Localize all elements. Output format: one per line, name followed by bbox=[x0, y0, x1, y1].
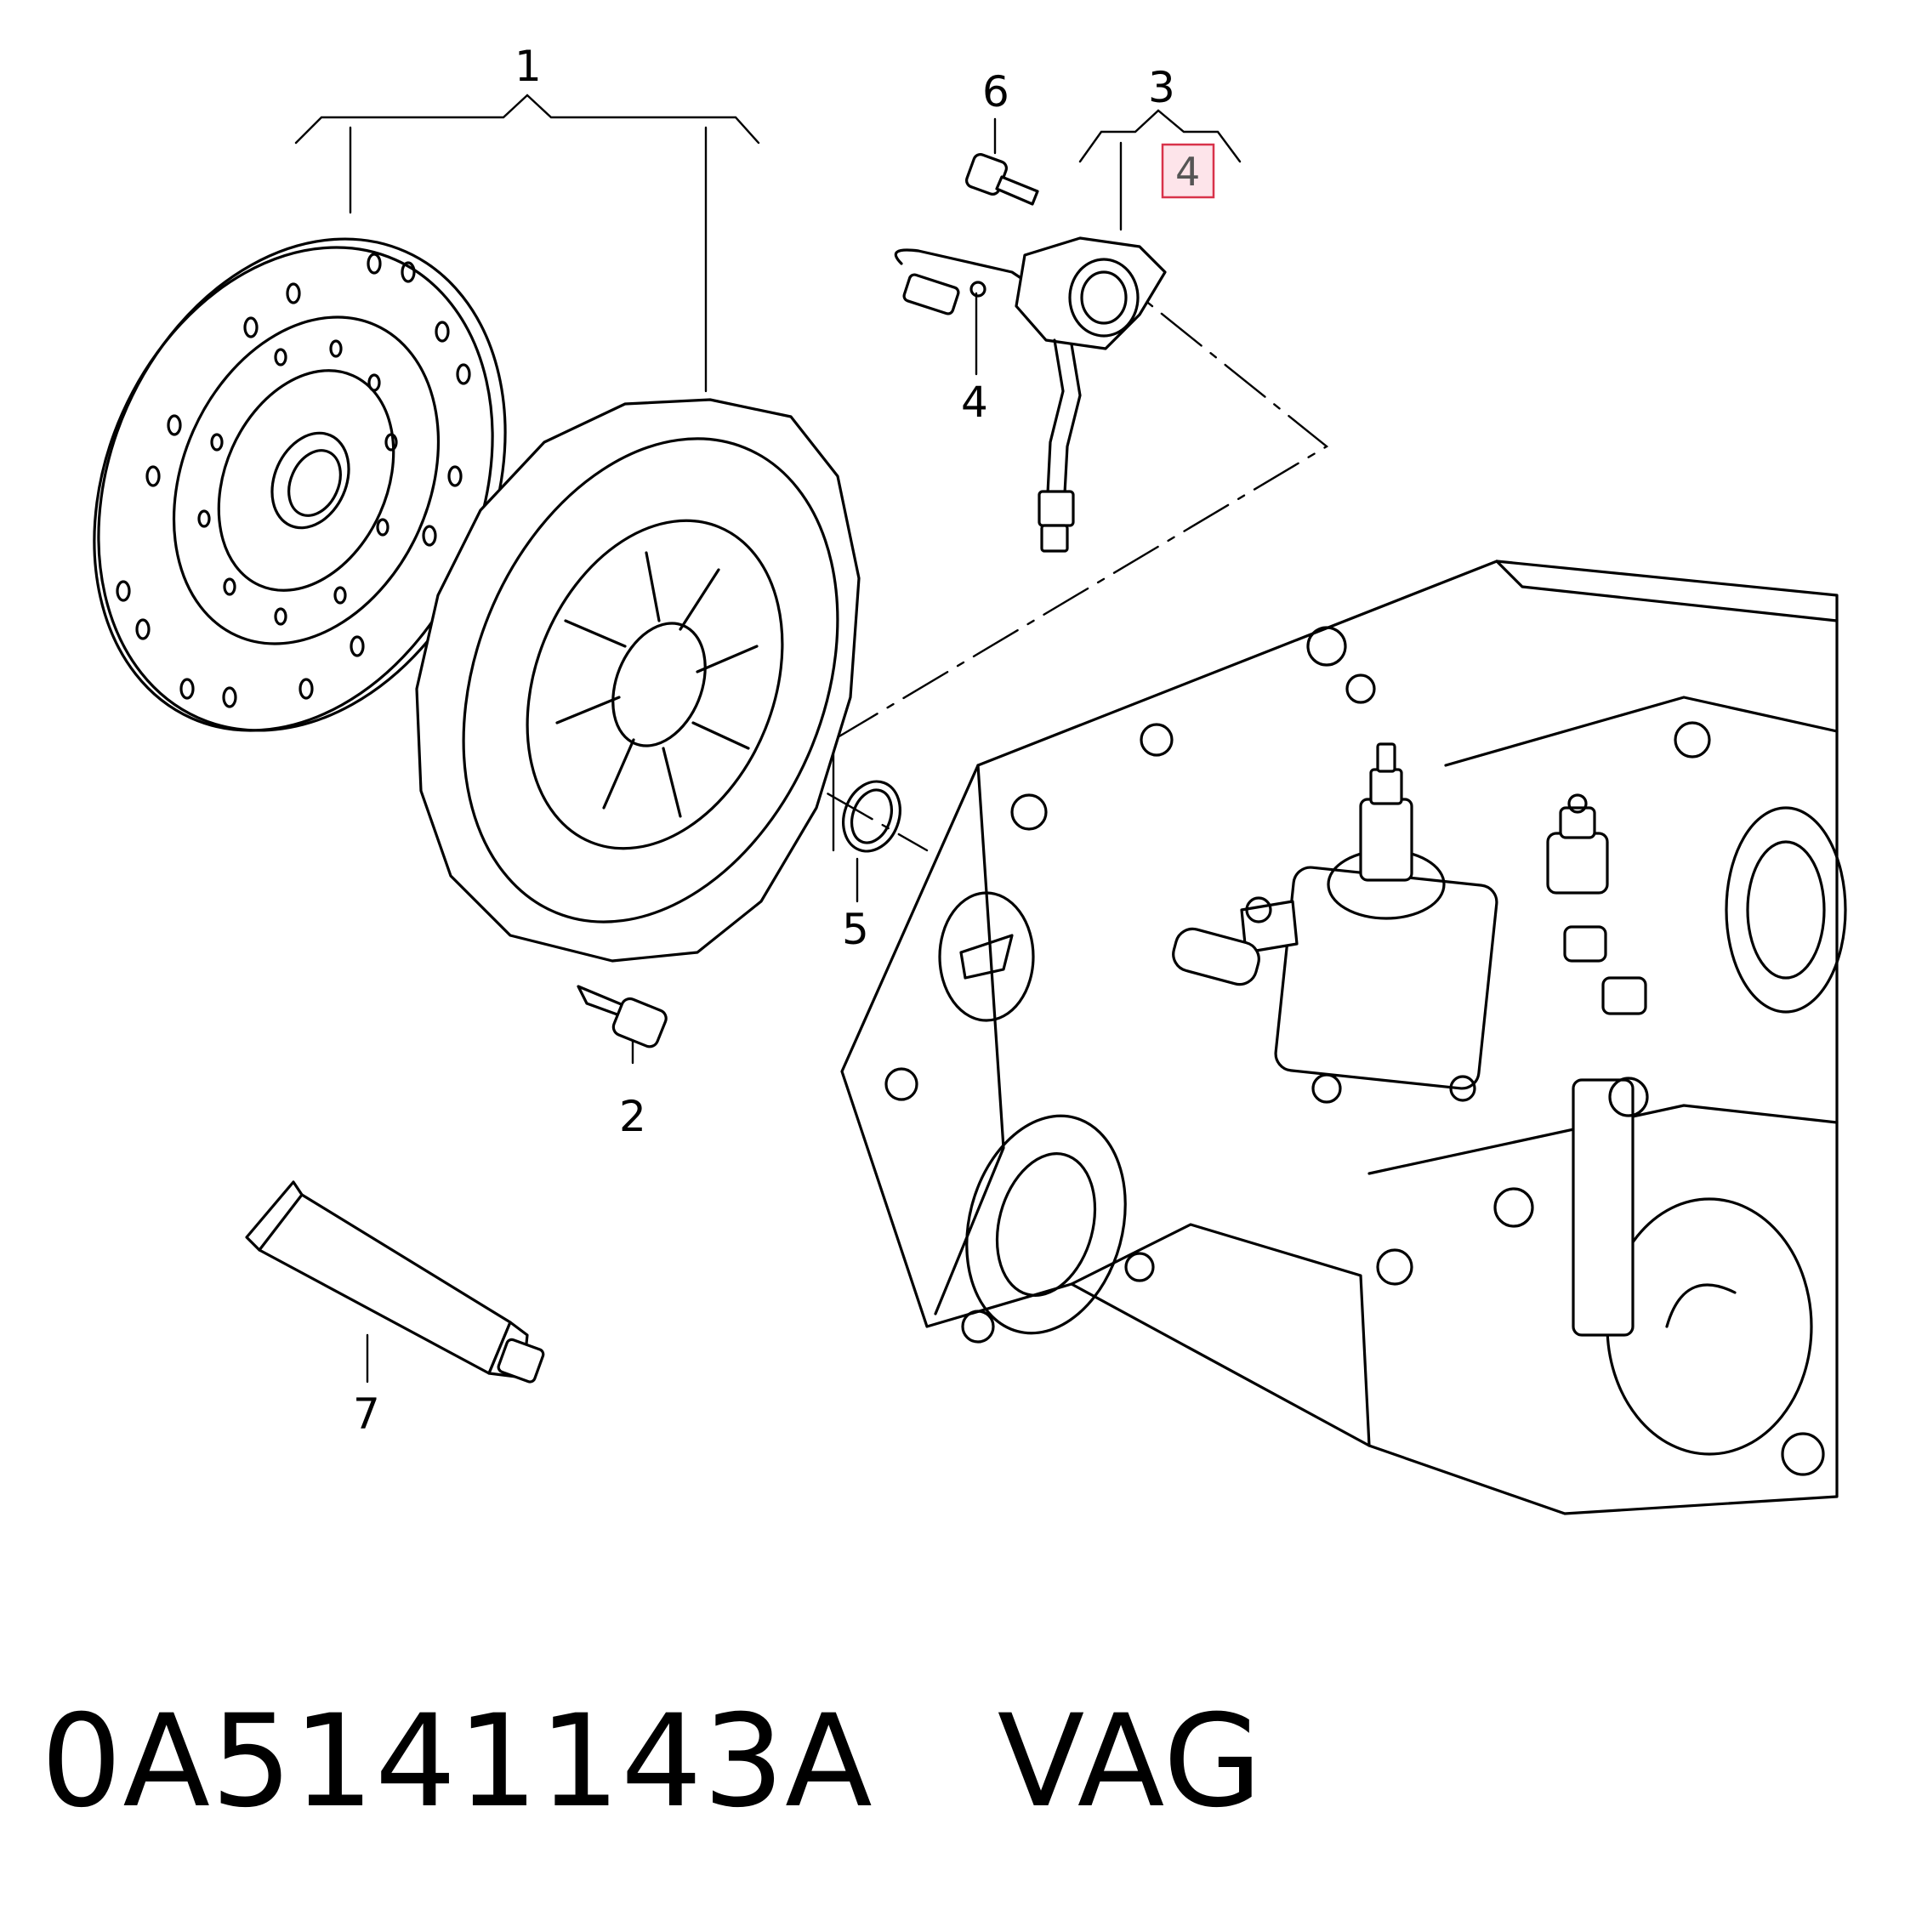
bracket-3 bbox=[1078, 109, 1242, 231]
part-number: 0A5141143A bbox=[41, 1688, 873, 1836]
callout-5: 5 bbox=[842, 905, 869, 954]
pressure-plate bbox=[415, 398, 861, 963]
slave-cylinder bbox=[894, 236, 1167, 553]
part-label: 0A5141143A VAG bbox=[41, 1688, 1263, 1836]
callout-4: 4 bbox=[961, 378, 988, 427]
highlighted-callout-4[interactable]: 4 bbox=[1161, 143, 1215, 199]
callout-2: 2 bbox=[619, 1092, 646, 1141]
bolt-6 bbox=[965, 153, 1039, 206]
gearbox-housing bbox=[840, 560, 1847, 1515]
grease-tube bbox=[245, 1180, 545, 1384]
callout-3: 3 bbox=[1148, 63, 1175, 112]
callout-1: 1 bbox=[515, 42, 542, 91]
bracket-1 bbox=[294, 94, 760, 393]
disc-holes bbox=[116, 253, 471, 708]
callout-7: 7 bbox=[353, 1389, 380, 1439]
clutch-disc bbox=[93, 237, 507, 732]
brand-name: VAG bbox=[997, 1688, 1263, 1836]
seal-ring-5 bbox=[842, 780, 901, 853]
callout-6: 6 bbox=[982, 67, 1009, 116]
callout-4-highlighted: 4 bbox=[1175, 149, 1200, 195]
diaphragm-fingers bbox=[555, 551, 759, 818]
bolt-2 bbox=[577, 985, 668, 1048]
